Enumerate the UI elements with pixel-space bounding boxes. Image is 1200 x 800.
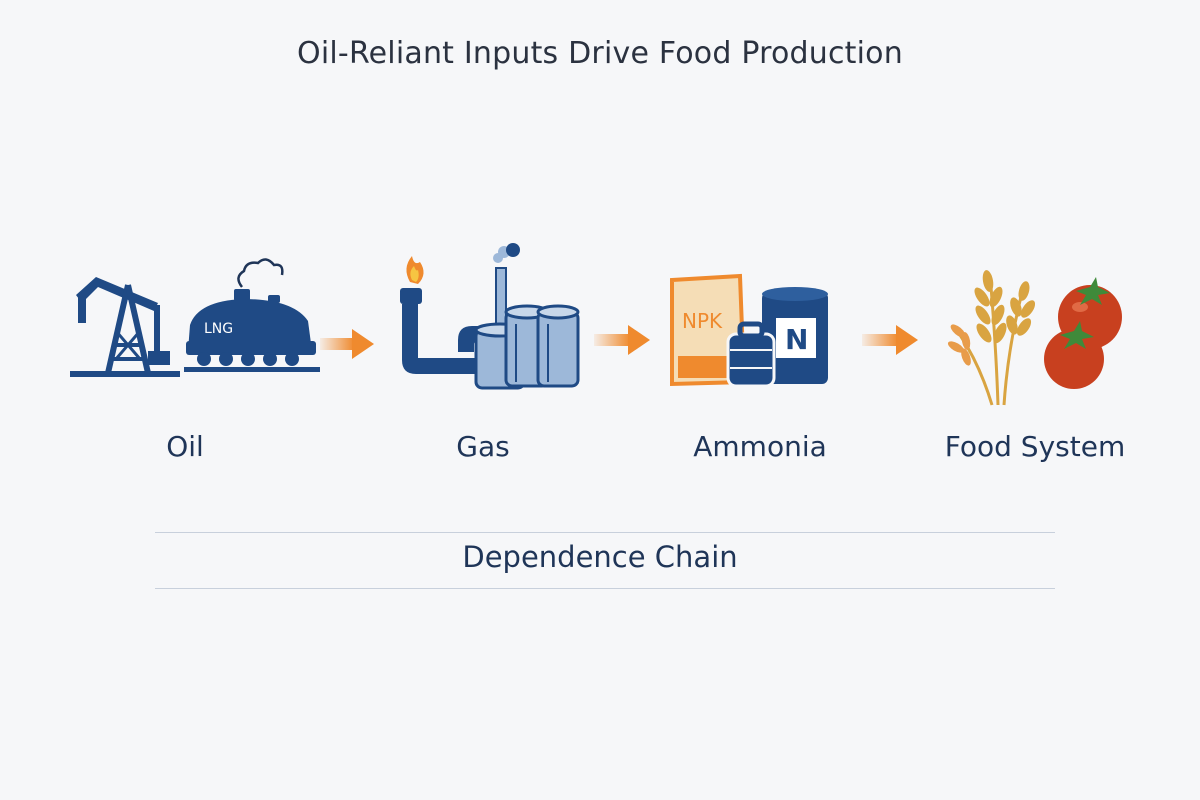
arrow-gas-to-ammonia-icon xyxy=(594,325,650,355)
stage-label-food-system: Food System xyxy=(944,430,1126,463)
arrow-ammonia-to-food-icon xyxy=(862,325,918,355)
gas-plant-flare-and-storage-tanks-icon xyxy=(400,243,580,390)
lng-badge: LNG xyxy=(204,321,233,337)
npk-bag-text: NPK xyxy=(682,309,723,333)
divider-top xyxy=(155,532,1055,533)
divider-bottom xyxy=(155,588,1055,589)
ammonia-drum-text: N xyxy=(785,323,808,356)
fertilizer-bags-and-ammonia-drum-icon: NPK N xyxy=(670,273,828,388)
arrow-oil-to-gas-icon xyxy=(320,329,374,359)
wheat-and-tomato-icon xyxy=(947,270,1122,406)
dependence-chain-label: Dependence Chain xyxy=(462,540,738,574)
oil-pumpjack-and-lng-tanker-icon: LNG xyxy=(70,258,320,377)
stage-label-oil: Oil xyxy=(166,430,204,463)
page-title: Oil-Reliant Inputs Drive Food Production xyxy=(297,36,903,71)
stage-label-ammonia: Ammonia xyxy=(693,430,827,463)
stage-label-gas: Gas xyxy=(456,430,510,463)
